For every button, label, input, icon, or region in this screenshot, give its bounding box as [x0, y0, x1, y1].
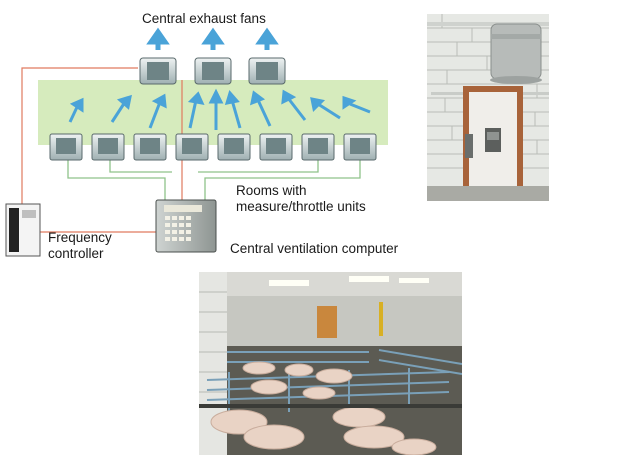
frequency-label-line1: Frequency: [48, 230, 112, 245]
air-collection-band: [38, 80, 388, 145]
exhaust-fan-3: [248, 27, 286, 85]
central-exhaust-fans: [139, 27, 286, 85]
ventilation-diagram: Central exhaust fans Rooms with measure/…: [0, 0, 420, 265]
frequency-controller: [5, 203, 41, 257]
room-unit-6: [259, 133, 293, 161]
exhaust-fan-room-photo: [427, 14, 549, 201]
airflow-arrows: [68, 88, 371, 130]
exhaust-fan-1: [139, 27, 177, 85]
central-ventilation-computer-label: Central ventilation computer: [230, 241, 399, 256]
central-ventilation-computer: [155, 199, 217, 253]
room-unit-3: [133, 133, 167, 161]
exhaust-fan-2: [194, 27, 232, 85]
rooms-label-line2: measure/throttle units: [236, 199, 366, 214]
room-units: [49, 133, 377, 161]
room-unit-5: [217, 133, 251, 161]
room-unit-2: [91, 133, 125, 161]
room-unit-8: [343, 133, 377, 161]
diagram-graphics: [5, 27, 388, 257]
frequency-label-line2: controller: [48, 246, 104, 261]
central-exhaust-fans-label: Central exhaust fans: [142, 11, 266, 26]
pig-pens-photo: [199, 272, 462, 455]
rooms-label-line1: Rooms with: [236, 183, 307, 198]
room-unit-1: [49, 133, 83, 161]
room-unit-4: [175, 133, 209, 161]
duct-lines: [67, 160, 361, 200]
room-unit-7: [301, 133, 335, 161]
